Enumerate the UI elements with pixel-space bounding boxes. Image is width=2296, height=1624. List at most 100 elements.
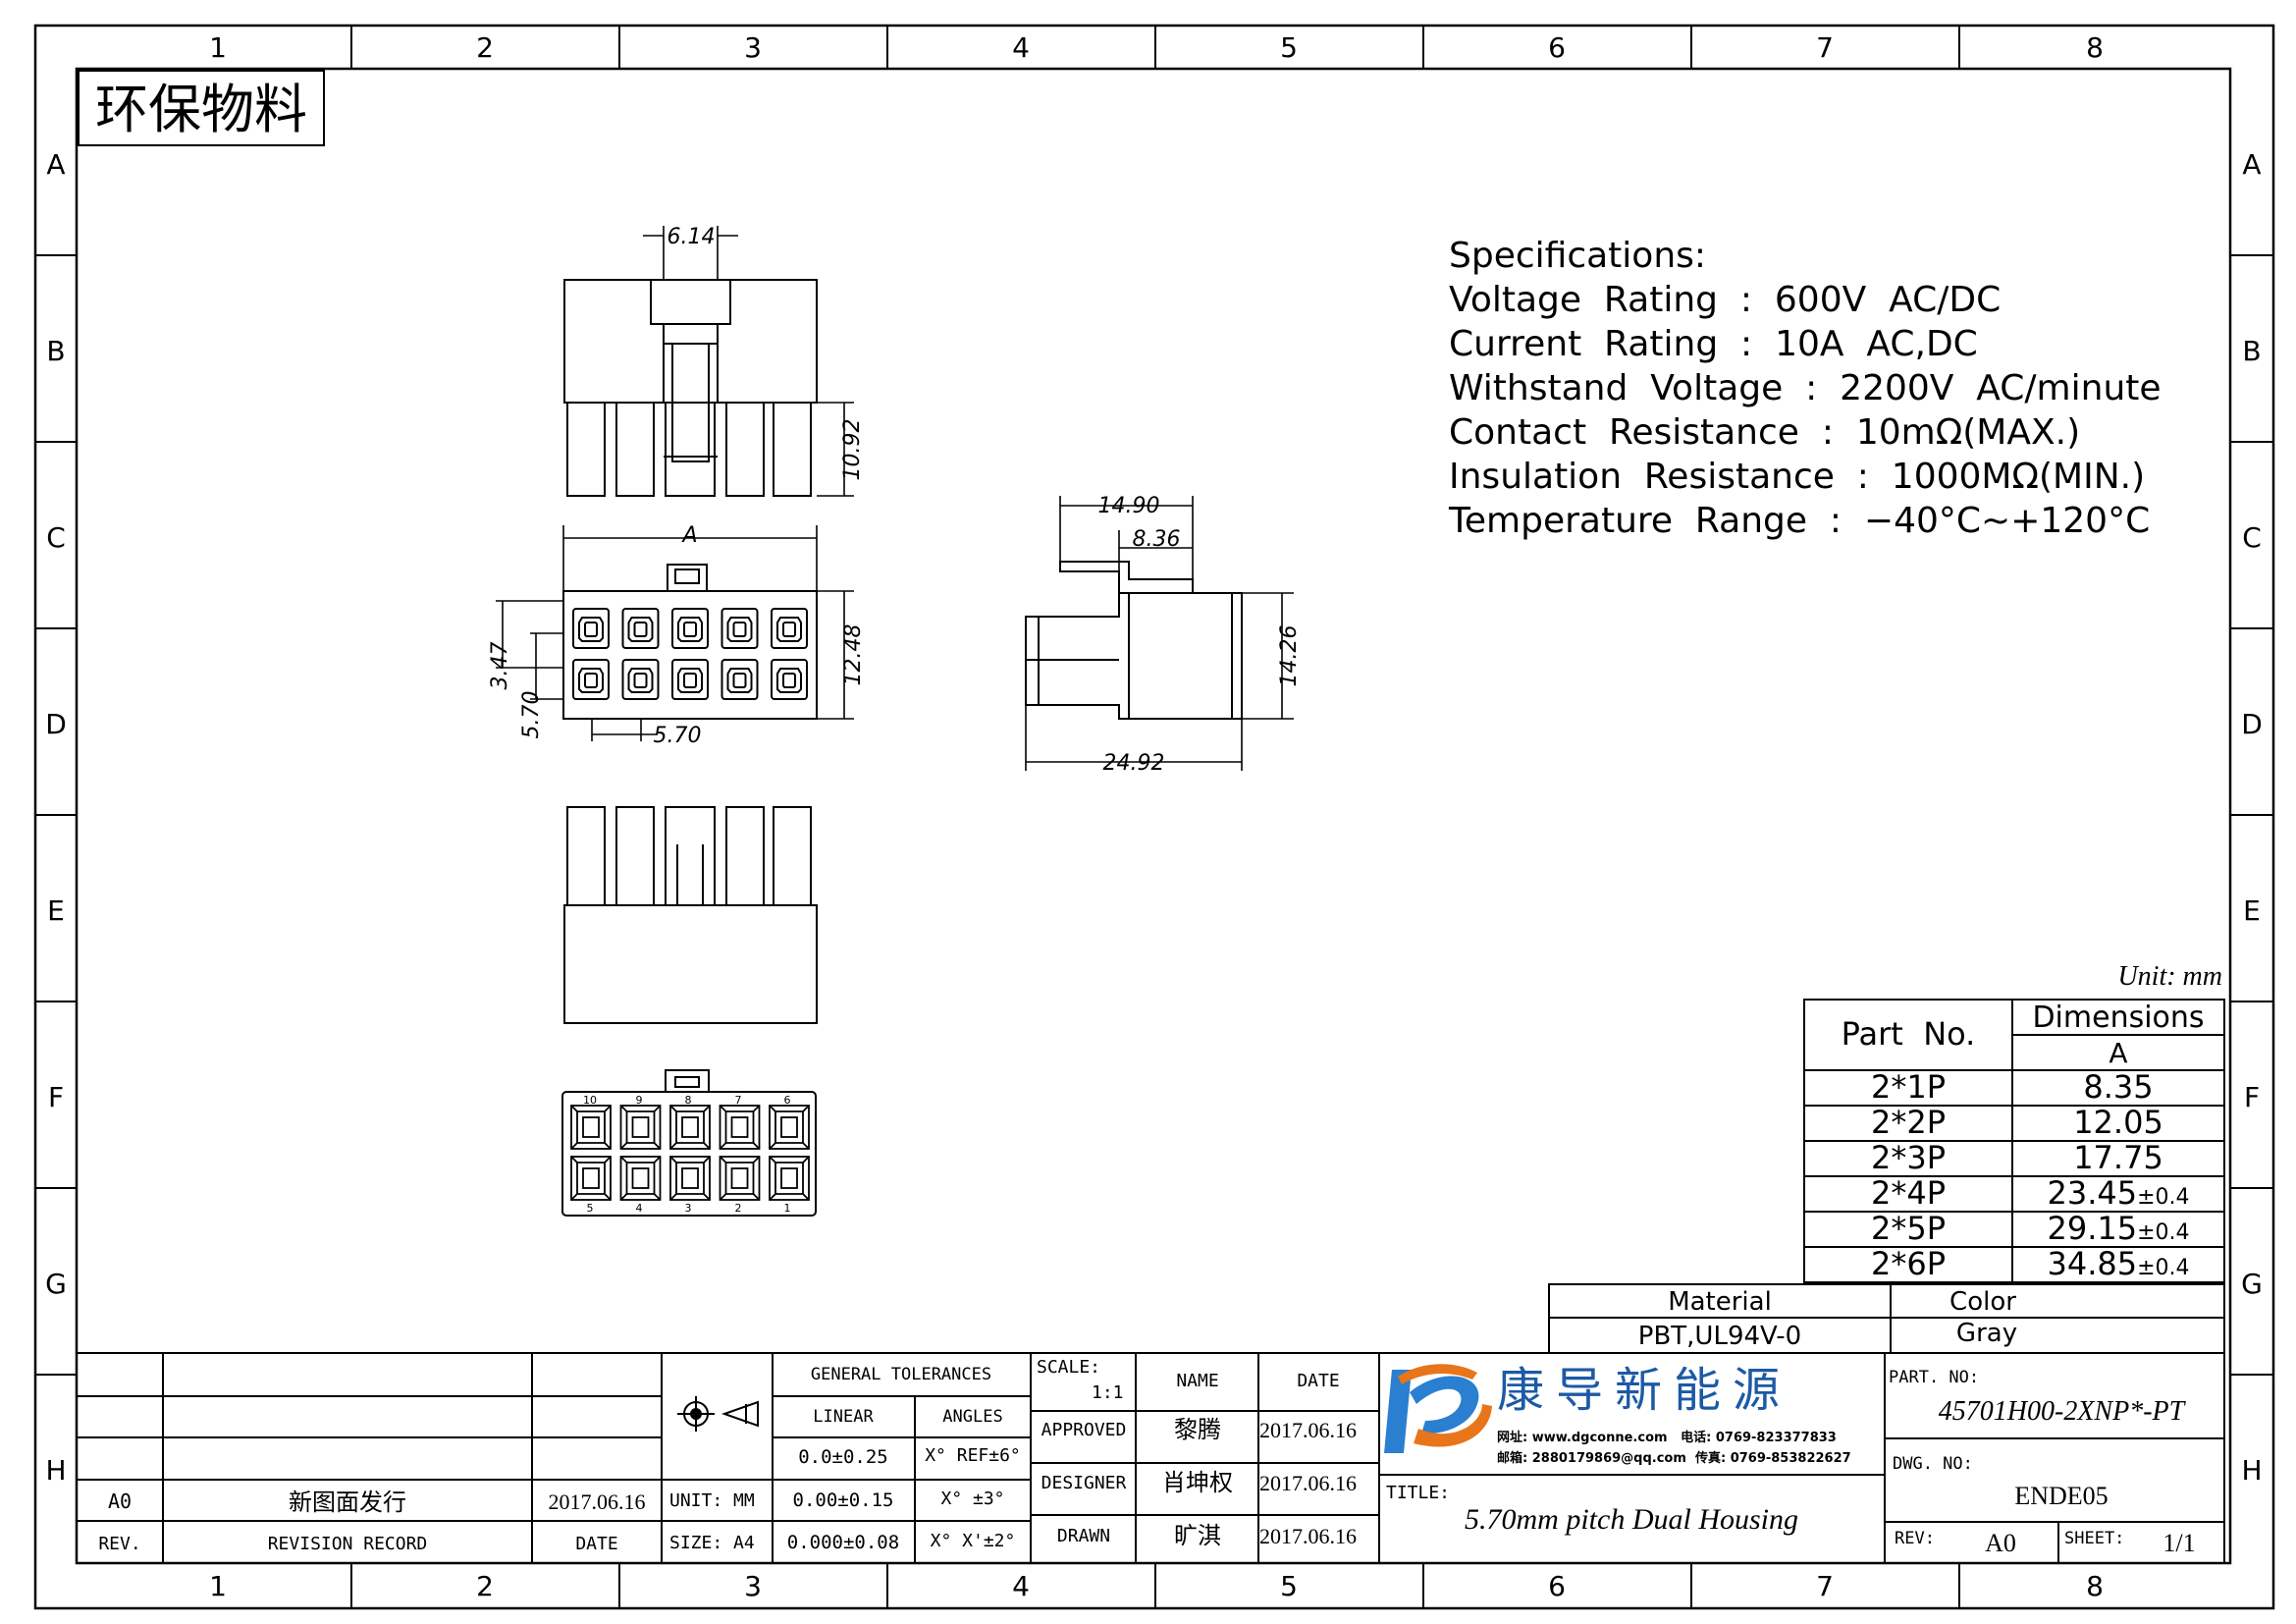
dimension-table-text: Part No. Dimensions A 2*1P 2*2P 2*3P 2*4…: [1842, 1001, 2205, 1282]
col-label: 8: [2086, 1570, 2104, 1602]
front-cavity: [771, 608, 808, 649]
linear-tol: 0.00±0.15: [793, 1489, 894, 1511]
side-view-dims: [1025, 496, 1294, 771]
row-a: 17.75: [2073, 1139, 2163, 1176]
rear-cavity-numbers-bottom: 5 4 3 2 1: [587, 1202, 791, 1215]
drawn-date: 2017.06.16: [1259, 1524, 1357, 1548]
rear-cavity: [769, 1156, 810, 1201]
specifications: Specifications: Voltage Rating : 600V AC…: [1448, 236, 2162, 541]
part-no-label: PART. NO:: [1889, 1368, 1979, 1387]
row-a: 34.85±0.4: [2047, 1245, 2189, 1282]
row-part: 2*3P: [1871, 1139, 1946, 1176]
row-a: 12.05: [2073, 1104, 2163, 1141]
part-number-area: PART. NO: 45701H00-2XNP*-PT DWG. NO: END…: [1889, 1368, 2196, 1557]
row-label: C: [2242, 521, 2262, 554]
linear-tol: 0.0±0.25: [798, 1446, 888, 1468]
front-cavity: [621, 608, 660, 649]
approved-label: APPROVED: [1041, 1420, 1127, 1440]
front-cavity: [572, 608, 610, 649]
rev-date-header: DATE: [575, 1534, 617, 1554]
name-header: NAME: [1176, 1371, 1218, 1391]
title-area: TITLE: 5.70mm pitch Dual Housing: [1386, 1483, 1798, 1536]
title-block-grid: [76, 1352, 2225, 1564]
designer-date: 2017.06.16: [1259, 1471, 1357, 1495]
cavity-number: 9: [636, 1094, 643, 1107]
frame-col-ticks: [350, 26, 1960, 1608]
projection-symbol-icon: [677, 1396, 759, 1432]
col-label: 1: [209, 1570, 227, 1602]
spec-line: Contact Resistance : 10mΩ(MAX.): [1449, 412, 2080, 453]
rear-view-cavities: [570, 1105, 810, 1201]
angles-tol: X° X'±2°: [931, 1531, 1016, 1551]
col-label: 4: [1012, 1570, 1030, 1602]
col-a: A: [2109, 1037, 2127, 1069]
company-logo-icon: [1384, 1364, 1492, 1453]
title-label: TITLE:: [1386, 1483, 1450, 1503]
cavity-number: 6: [784, 1094, 791, 1107]
top-view-dims: [643, 226, 854, 497]
front-cavity: [572, 659, 610, 700]
dwg-no-label: DWG. NO:: [1893, 1454, 1973, 1474]
cavity-number: 4: [636, 1202, 643, 1215]
spec-line: Withstand Voltage : 2200V AC/minute: [1449, 368, 2162, 408]
angles-header: ANGLES: [942, 1407, 1002, 1427]
col-label: 6: [1548, 1570, 1566, 1602]
rear-cavity: [570, 1156, 612, 1201]
rear-cavity: [570, 1105, 612, 1150]
front-view-dims: [496, 525, 854, 741]
col-label: 2: [476, 31, 494, 64]
approved-name: 黎腾: [1174, 1417, 1221, 1443]
dim-latch: 14.90: [1098, 494, 1160, 518]
sheet-label: SHEET:: [2064, 1529, 2124, 1548]
rev-record-value: 新图面发行: [289, 1489, 406, 1516]
row-part: 2*1P: [1871, 1068, 1946, 1106]
row-label: C: [46, 521, 66, 554]
col-dimensions: Dimensions: [2032, 1001, 2204, 1035]
bottom-view: [563, 806, 818, 1024]
color-label: Color: [1949, 1287, 2016, 1317]
row-part: 2*6P: [1871, 1245, 1946, 1282]
dwg-no-value: ENDE05: [2014, 1482, 2108, 1510]
dim-side-height: 14.26: [1277, 625, 1302, 687]
spec-heading: Specifications:: [1449, 236, 1706, 276]
rev-value: A0: [108, 1489, 132, 1513]
rear-view: [561, 1069, 817, 1217]
col-label: 6: [1548, 31, 1566, 64]
col-label: 3: [744, 1570, 762, 1602]
linear-header: LINEAR: [813, 1407, 874, 1427]
drawn-name: 旷淇: [1174, 1523, 1221, 1549]
row-label: F: [2244, 1081, 2260, 1113]
rear-cavity-numbers-top: 10 9 8 7 6: [583, 1094, 791, 1107]
frame-col-labels-bottom: 1 2 3 4 5 6 7 8: [209, 1570, 2104, 1602]
dimension-table: [1803, 999, 2225, 1283]
row-label: F: [48, 1081, 64, 1113]
row-label: G: [2241, 1268, 2263, 1300]
col-label: 7: [1816, 31, 1834, 64]
rev-date-value: 2017.06.16: [549, 1489, 646, 1514]
rev-label: REV:: [1895, 1529, 1935, 1548]
col-label: 5: [1280, 31, 1298, 64]
side-view: [1025, 561, 1243, 720]
material-value: PBT,UL94V-0: [1638, 1322, 1801, 1351]
linear-tol: 0.000±0.08: [787, 1532, 899, 1553]
eco-material-stamp: 环保物料: [78, 70, 325, 146]
scale-label: SCALE:: [1037, 1357, 1100, 1378]
rear-cavity: [669, 1156, 711, 1201]
company-contact-line2: 邮箱: 2880179869@qq.com 传真: 0769-853822627: [1497, 1450, 1851, 1466]
rear-cavity: [769, 1105, 810, 1150]
dim-latch-inner: 8.36: [1133, 527, 1181, 552]
dim-top-height: 10.92: [840, 419, 865, 481]
rear-cavity: [719, 1105, 761, 1150]
company-contact-line1: 网址: www.dgconne.com 电话: 0769-823377833: [1497, 1430, 1837, 1445]
row-label: E: [2243, 894, 2261, 927]
row-label: A: [46, 148, 65, 181]
row-a: 23.45±0.4: [2047, 1174, 2189, 1212]
row-label: H: [45, 1454, 66, 1487]
col-label: 4: [1012, 31, 1030, 64]
row-label: E: [47, 894, 65, 927]
company-info: 康 导 新 能 源 网址: www.dgconne.com 电话: 0769-8…: [1497, 1365, 1851, 1466]
front-cavity: [721, 608, 759, 649]
row-a: 8.35: [2083, 1068, 2153, 1106]
rear-cavity: [619, 1156, 662, 1201]
